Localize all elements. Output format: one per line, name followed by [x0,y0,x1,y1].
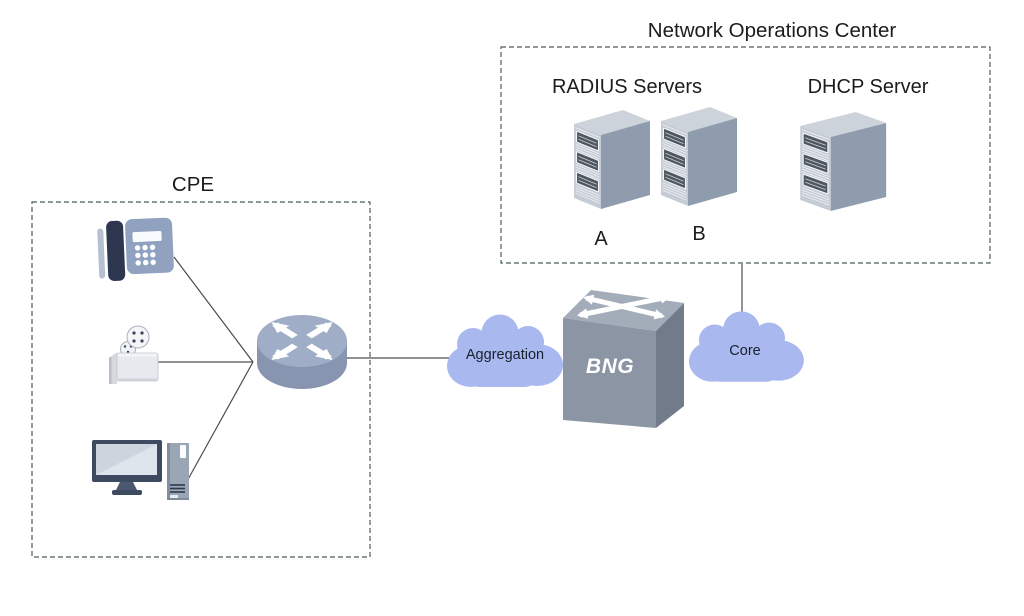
video-camera-icon [109,325,159,384]
radius-server-b-icon [660,106,738,207]
radius-server-a-icon [573,109,651,210]
cpe-box [31,201,371,558]
desk-phone-icon [97,217,174,281]
dhcp-server-icon [799,111,887,212]
noc-title: Network Operations Center [648,19,897,42]
bng-label: BNG [586,355,634,378]
link-phone-router [173,256,254,363]
server-b-label: B [692,223,705,245]
cpe-title: CPE [172,173,214,196]
radius-servers-label: RADIUS Servers [552,76,702,98]
core-cloud-label: Core [729,343,760,359]
desktop-computer-icon [92,440,189,500]
aggregation-cloud-label: Aggregation [466,347,544,363]
dhcp-server-label: DHCP Server [808,76,929,98]
link-computer-router [185,361,254,484]
noc-box [500,46,991,264]
router-icon [257,315,347,389]
server-a-label: A [594,228,608,250]
crossed-arrows-icon [576,293,672,320]
connection-lines [158,256,743,484]
bng-switch-icon: BNG [563,290,684,428]
